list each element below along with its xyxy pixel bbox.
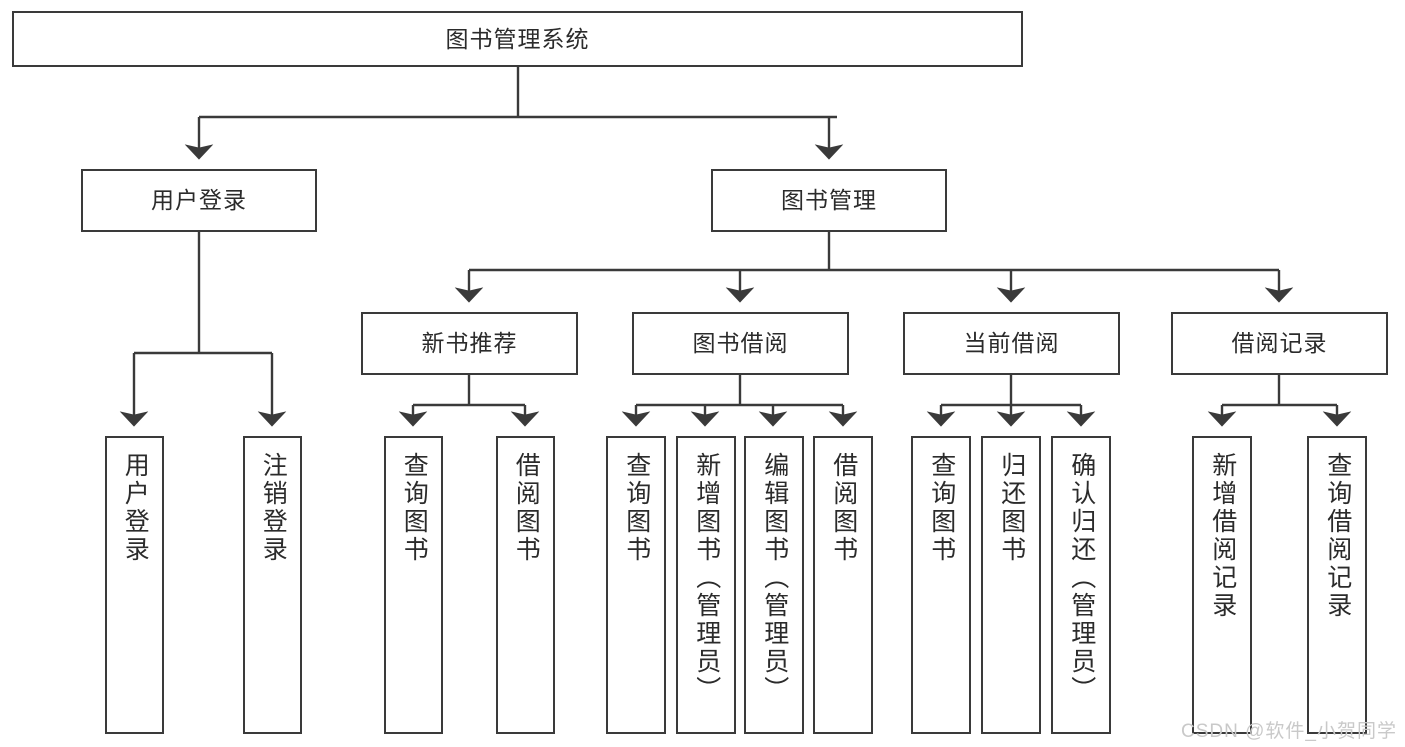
node-label: 查询图书 xyxy=(927,452,956,564)
node-borrow-record[interactable]: 借阅记录 xyxy=(1171,312,1388,375)
leaf-current-query-book[interactable]: 查询图书 xyxy=(911,436,971,734)
node-label: 当前借阅 xyxy=(963,330,1060,357)
node-label: 借阅图书 xyxy=(512,452,541,564)
leaf-recommend-borrow-book[interactable]: 借阅图书 xyxy=(496,436,555,734)
leaf-record-add-record[interactable]: 新增借阅记录 xyxy=(1192,436,1252,734)
node-label: 查询借阅记录 xyxy=(1323,452,1352,620)
leaf-user-login-login[interactable]: 用户登录 xyxy=(105,436,164,734)
csdn-watermark: CSDN @软件_小贺同学 xyxy=(1181,721,1397,742)
node-user-login[interactable]: 用户登录 xyxy=(81,169,317,232)
node-new-book-recommend[interactable]: 新书推荐 xyxy=(361,312,578,375)
leaf-current-confirm-return-admin[interactable]: 确认归还（管理员） xyxy=(1051,436,1111,734)
node-label: 编辑图书（管理员） xyxy=(760,452,789,704)
node-label: 注销登录 xyxy=(259,452,288,564)
leaf-user-login-logout[interactable]: 注销登录 xyxy=(243,436,302,734)
node-label: 用户登录 xyxy=(151,187,247,214)
leaf-borrow-query-book[interactable]: 查询图书 xyxy=(606,436,666,734)
node-label: 查询图书 xyxy=(400,452,429,564)
leaf-recommend-query-book[interactable]: 查询图书 xyxy=(384,436,443,734)
leaf-borrow-borrow-book[interactable]: 借阅图书 xyxy=(813,436,873,734)
node-book-management[interactable]: 图书管理 xyxy=(711,169,947,232)
leaf-borrow-edit-book-admin[interactable]: 编辑图书（管理员） xyxy=(744,436,804,734)
node-label: 新书推荐 xyxy=(421,330,518,357)
node-book-borrow[interactable]: 图书借阅 xyxy=(632,312,849,375)
leaf-current-return-book[interactable]: 归还图书 xyxy=(981,436,1041,734)
node-label: 图书借阅 xyxy=(692,330,789,357)
node-label: 借阅记录 xyxy=(1231,330,1328,357)
node-label: 归还图书 xyxy=(997,452,1026,564)
node-label: 图书管理 xyxy=(781,187,877,214)
leaf-record-query-record[interactable]: 查询借阅记录 xyxy=(1307,436,1367,734)
node-label: 查询图书 xyxy=(622,452,651,564)
node-root-system[interactable]: 图书管理系统 xyxy=(12,11,1023,67)
node-label: 图书管理系统 xyxy=(445,25,590,52)
node-label: 新增图书（管理员） xyxy=(692,452,721,704)
node-label: 新增借阅记录 xyxy=(1208,452,1237,620)
leaf-borrow-add-book-admin[interactable]: 新增图书（管理员） xyxy=(676,436,736,734)
node-current-borrow[interactable]: 当前借阅 xyxy=(903,312,1120,375)
node-label: 确认归还（管理员） xyxy=(1067,452,1096,704)
node-label: 用户登录 xyxy=(121,452,150,564)
node-label: 借阅图书 xyxy=(829,452,858,564)
